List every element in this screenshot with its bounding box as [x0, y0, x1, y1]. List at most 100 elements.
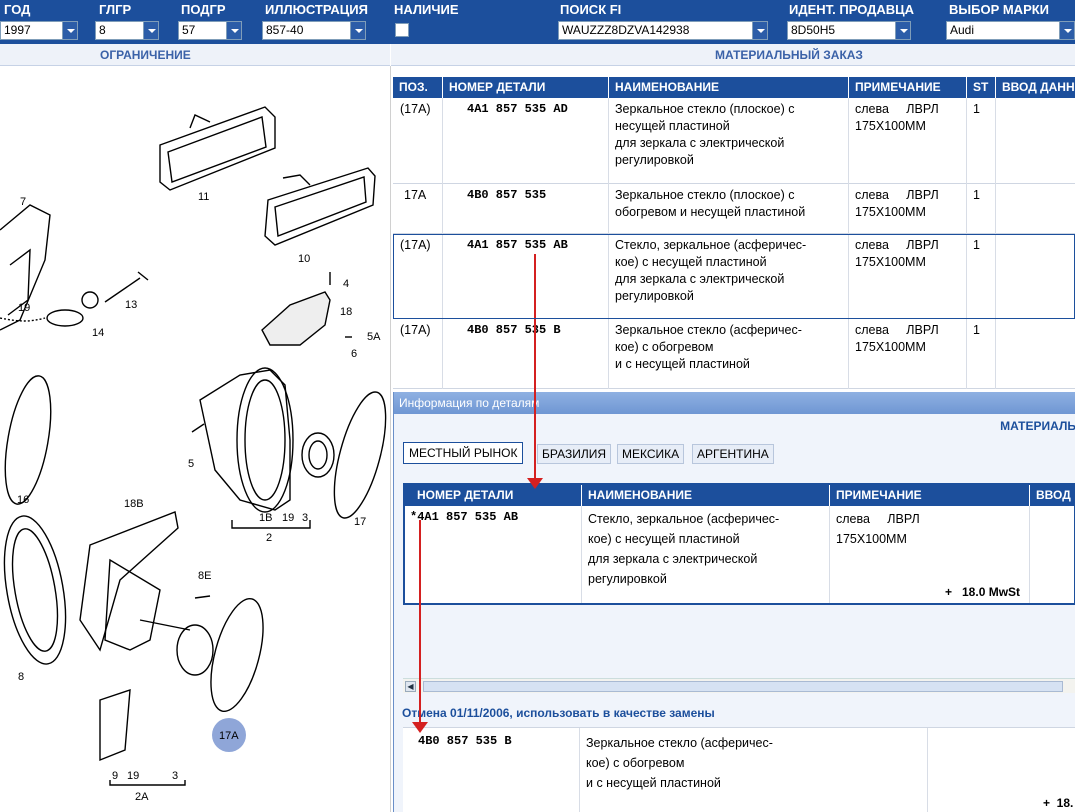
row-note-size: 175X100MM [855, 255, 926, 269]
callout-label[interactable]: 8E [198, 570, 211, 582]
tab-argentina[interactable]: АРГЕНТИНА [692, 444, 774, 464]
callout-label[interactable]: 2A [135, 791, 149, 803]
column-divider [848, 98, 849, 389]
callout-label[interactable]: 9 [112, 770, 118, 782]
callout-label[interactable]: 19 [127, 770, 139, 782]
part-number[interactable]: *4A1 857 535 AB [410, 510, 519, 524]
callout-label[interactable]: 7 [20, 196, 26, 208]
callout-label[interactable]: 5 [188, 458, 194, 470]
illustration-select[interactable]: 857-40 [262, 21, 366, 40]
chevron-down-icon[interactable] [62, 22, 77, 39]
chevron-down-icon[interactable] [143, 22, 158, 39]
row-part-number[interactable]: 4B0 857 535 [467, 188, 547, 202]
horizontal-scrollbar[interactable]: ◀ [403, 678, 1075, 693]
table-row[interactable]: 17A 4B0 857 535 Зеркальное стекло (плоск… [393, 184, 1075, 234]
chevron-down-icon[interactable] [350, 22, 365, 39]
row-pos: (17A) [400, 102, 431, 116]
fi-search-select[interactable]: WAUZZZ8DZVA142938 [558, 21, 768, 40]
part-name-line: регулировкой [588, 572, 667, 586]
availability-checkbox[interactable] [395, 23, 409, 37]
exploded-parts-illustration[interactable]: 7 19 14 13 11 10 4 18 5A 6 16 5 1B 19 3 … [0, 66, 390, 812]
row-name-line: несущей пластиной [615, 119, 730, 133]
dealer-id-select[interactable]: 8D50H5 [787, 21, 911, 40]
replacement-part-number[interactable]: 4B0 857 535 B [418, 734, 512, 748]
col-part-number[interactable]: НОМЕР ДЕТАЛИ [442, 77, 608, 98]
col-note[interactable]: ПРИМЕЧАНИЕ [829, 485, 1029, 506]
replacement-tax-value: + 18. [1043, 796, 1074, 810]
callout-label[interactable]: 6 [351, 348, 357, 360]
market-part-table: НОМЕР ДЕТАЛИ НАИМЕНОВАНИЕ ПРИМЕЧАНИЕ ВВО… [403, 483, 1075, 605]
col-name[interactable]: НАИМЕНОВАНИЕ [608, 77, 848, 98]
subgroup-select[interactable]: 57 [178, 21, 242, 40]
callout-label[interactable]: 18B [124, 498, 144, 510]
callout-label[interactable]: 13 [125, 299, 137, 311]
scroll-left-icon[interactable]: ◀ [405, 681, 416, 692]
callout-label[interactable]: 17 [354, 516, 366, 528]
replacement-name-line: и с несущей пластиной [586, 776, 721, 790]
tab-mexico[interactable]: МЕКСИКА [617, 444, 685, 464]
callout-label[interactable]: 3 [172, 770, 178, 782]
row-part-number[interactable]: 4B0 857 535 B [467, 323, 561, 337]
chevron-down-icon[interactable] [226, 22, 241, 39]
column-divider [927, 728, 928, 812]
callout-label[interactable]: 16 [17, 494, 29, 506]
callout-label[interactable]: 19 [18, 302, 30, 314]
brand-select[interactable]: Audi [946, 21, 1075, 40]
callout-label[interactable]: 10 [298, 253, 310, 265]
col-entry[interactable]: ВВОД ДАНН [995, 77, 1075, 98]
row-st: 1 [973, 323, 980, 337]
col-note[interactable]: ПРИМЕЧАНИЕ [848, 77, 966, 98]
callout-label[interactable]: 4 [343, 278, 349, 290]
pane-divider[interactable] [390, 66, 391, 812]
row-note: слева ЛВРЛ [855, 188, 939, 202]
table-row-selected[interactable]: (17A) 4A1 857 535 AB Стекло, зеркальное … [393, 234, 1075, 319]
callout-label[interactable]: 18 [340, 306, 352, 318]
dialog-title[interactable]: Информация по деталям [394, 392, 1075, 414]
restriction-title: ОГРАНИЧЕНИЕ [100, 48, 191, 62]
col-name[interactable]: НАИМЕНОВАНИЕ [581, 485, 829, 506]
replacement-name-line: Зеркальное стекло (асферичес- [586, 736, 773, 750]
col-pos[interactable]: ПОЗ. [399, 80, 428, 94]
material-order-bar [391, 44, 1075, 66]
main-group-select[interactable]: 8 [95, 21, 159, 40]
col-entry[interactable]: ВВОД [1029, 485, 1075, 506]
row-name-line: Зеркальное стекло (асферичес- [615, 323, 802, 337]
row-name-line: для зеркала с электрической [615, 136, 785, 150]
column-divider [442, 98, 443, 389]
row-part-number[interactable]: 4A1 857 535 AD [467, 102, 568, 116]
row-name-line: Стекло, зеркальное (асферичес- [615, 238, 807, 252]
replacement-part-row[interactable]: 4B0 857 535 B Зеркальное стекло (асферич… [403, 727, 1075, 812]
chevron-down-icon[interactable] [1059, 22, 1074, 39]
callout-label[interactable]: 8 [18, 671, 24, 683]
row-note-size: 175X100MM [855, 340, 926, 354]
col-part-number[interactable]: НОМЕР ДЕТАЛИ [405, 485, 581, 506]
chevron-down-icon[interactable] [752, 22, 767, 39]
chevron-down-icon[interactable] [895, 22, 910, 39]
table-row[interactable]: (17A) 4A1 857 535 AD Зеркальное стекло (… [393, 98, 1075, 184]
row-name-line: регулировкой [615, 289, 694, 303]
column-divider [581, 506, 582, 603]
year-select[interactable]: 1997 [0, 21, 78, 40]
callout-label[interactable]: 17A [219, 730, 239, 742]
callout-label[interactable]: 11 [198, 191, 209, 203]
tab-local-market[interactable]: МЕСТНЫЙ РЫНОК [403, 442, 524, 464]
highlighted-part-callout[interactable] [212, 718, 246, 752]
tab-brazil[interactable]: БРАЗИЛИЯ [537, 444, 611, 464]
part-name-line: Стекло, зеркальное (асферичес- [588, 512, 780, 526]
table-row[interactable]: (17A) 4B0 857 535 B Зеркальное стекло (а… [393, 319, 1075, 389]
row-pos: (17A) [400, 323, 431, 337]
callout-label[interactable]: 14 [92, 327, 104, 339]
callout-label[interactable]: 19 [282, 512, 294, 524]
row-name-line: для зеркала с электрической [615, 272, 785, 286]
callout-label[interactable]: 5A [367, 331, 381, 343]
scroll-thumb[interactable] [423, 681, 1063, 692]
row-note: слева ЛВРЛ [855, 323, 939, 337]
callout-label[interactable]: 1B [259, 512, 272, 524]
row-st: 1 [973, 102, 980, 116]
col-st[interactable]: ST [966, 77, 995, 98]
row-part-number[interactable]: 4A1 857 535 AB [467, 238, 568, 252]
callout-label[interactable]: 3 [302, 512, 308, 524]
callout-label[interactable]: 2 [266, 532, 272, 544]
dialog-material-label: МАТЕРИАЛЬ [1000, 419, 1075, 433]
